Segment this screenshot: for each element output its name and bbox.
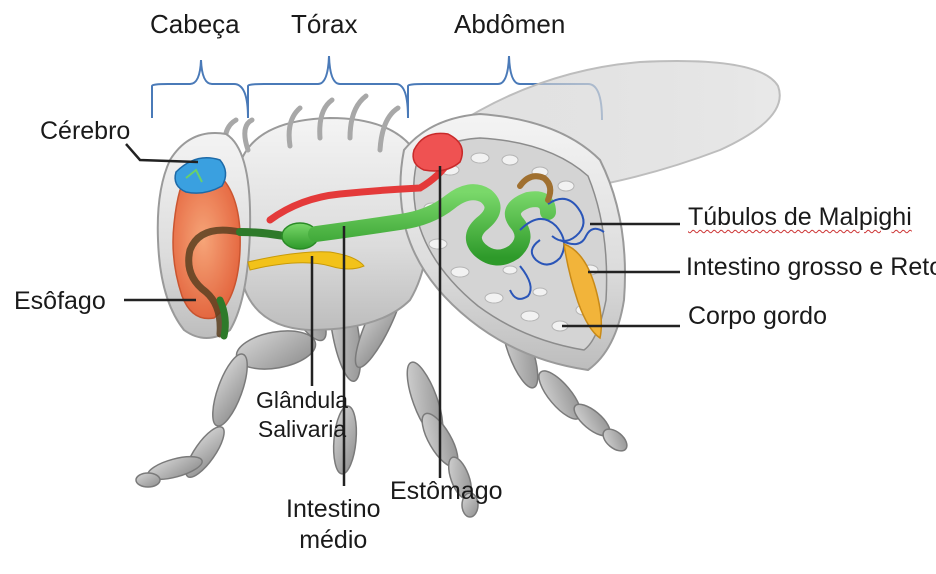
label-midgut-line2: médio (286, 525, 381, 556)
label-salivary-gland-line2: Salivaria (256, 415, 348, 444)
label-hindgut-rectum: Intestino grosso e Reto (686, 254, 936, 282)
label-esophagus: Esôfago (14, 288, 106, 316)
label-malpighian-tubules: Túbulos de Malpighi (688, 204, 912, 232)
label-salivary-gland-line1: Glândula (256, 386, 348, 415)
label-midgut-line1: Intestino (286, 494, 381, 525)
label-stomach: Estômago (390, 478, 503, 506)
label-malpighian-text: Túbulos de Malpighi (688, 203, 912, 231)
thorax-bracket (248, 56, 408, 118)
section-label-abdomen: Abdômen (454, 10, 565, 39)
head-bracket (152, 60, 248, 118)
section-label-thorax: Tórax (291, 10, 357, 39)
label-brain: Cérebro (40, 118, 130, 146)
label-salivary-gland: Glândula Salivaria (256, 386, 348, 444)
label-fat-body: Corpo gordo (688, 303, 827, 331)
proventriculus-tube (240, 232, 284, 236)
section-label-head: Cabeça (150, 10, 240, 39)
label-midgut: Intestino médio (286, 494, 381, 557)
